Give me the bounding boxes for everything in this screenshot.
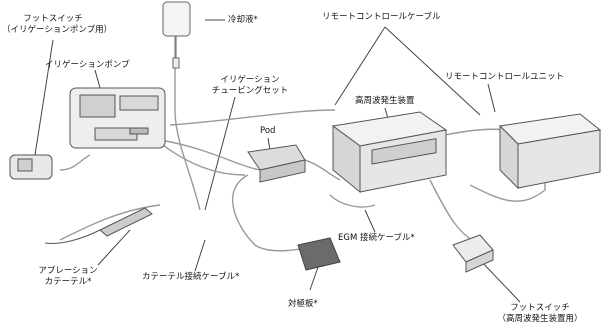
label-remote-cable: リモートコントロールケーブル — [322, 12, 441, 22]
label-egm-cable: EGM 接続ケーブル* — [338, 233, 415, 243]
label-pod: Pod — [260, 126, 276, 136]
label-ablation-catheter-line2: カテーテル* — [44, 277, 92, 287]
label-foot-switch-pump-line2: （イリゲーションポンプ用） — [2, 25, 113, 35]
label-rf-generator: 高周波発生装置 — [355, 96, 415, 106]
label-remote-unit: リモートコントロールユニット — [445, 72, 565, 82]
label-coolant: 冷却液* — [228, 15, 258, 25]
label-ablation-catheter-line1: アブレーション — [38, 266, 98, 276]
label-ablation-catheter: アブレーション カテーテル* — [28, 266, 108, 288]
label-foot-switch-pump: フットスイッチ （イリゲーションポンプ用） — [2, 14, 113, 36]
label-tubing-set: イリゲーション チュービングセット — [205, 75, 295, 97]
label-irrigation-pump: イリゲーションポンプ — [45, 60, 130, 70]
label-foot-switch-rf-line2: （高周波発生装置用） — [497, 314, 583, 324]
label-catheter-cable: カテーテル接続ケーブル* — [142, 272, 240, 282]
label-tubing-set-line1: イリゲーション — [220, 75, 280, 85]
label-counter-electrode: 対極板* — [288, 299, 318, 309]
label-foot-switch-rf-line1: フットスイッチ — [510, 303, 570, 313]
label-tubing-set-line2: チュービングセット — [211, 86, 289, 96]
label-foot-switch-rf: フットスイッチ （高周波発生装置用） — [480, 303, 600, 325]
label-foot-switch-pump-line1: フットスイッチ — [23, 14, 83, 24]
